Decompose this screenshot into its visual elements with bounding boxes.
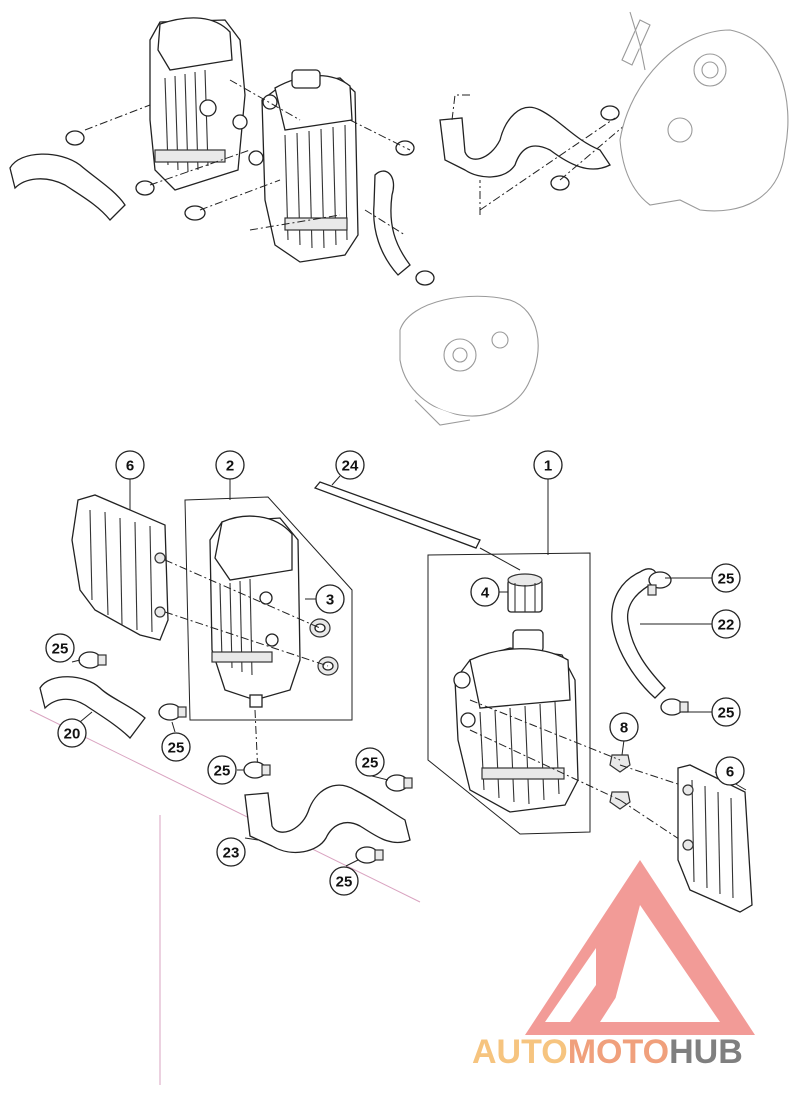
svg-text:22: 22 bbox=[718, 617, 735, 634]
radiator-left bbox=[209, 515, 301, 708]
bolts bbox=[609, 754, 631, 810]
radiator-guard-left bbox=[71, 494, 169, 641]
callout-25-center: 25 bbox=[207, 755, 237, 785]
callout-2: 2 bbox=[215, 450, 245, 480]
callout-25-right: 25 bbox=[711, 697, 741, 727]
top-hose-left bbox=[9, 153, 126, 221]
top-radiator-left bbox=[149, 17, 248, 191]
svg-text:23: 23 bbox=[223, 845, 240, 862]
watermark-logo bbox=[525, 860, 755, 1035]
svg-text:25: 25 bbox=[214, 763, 231, 780]
radiator-right-group-outline bbox=[427, 552, 591, 835]
svg-text:25: 25 bbox=[718, 571, 735, 588]
top-dash-lines bbox=[84, 79, 626, 236]
callout-25-bottom: 25 bbox=[329, 866, 359, 896]
watermark-text: AUTOMOTOHUB bbox=[472, 1033, 743, 1071]
callout-20: 20 bbox=[57, 718, 87, 748]
svg-text:25: 25 bbox=[168, 740, 185, 757]
callout-3: 3 bbox=[315, 584, 345, 614]
callout-23: 23 bbox=[216, 837, 246, 867]
svg-text:25: 25 bbox=[336, 874, 353, 891]
svg-text:24: 24 bbox=[342, 458, 359, 475]
callout-25-center-right: 25 bbox=[355, 747, 385, 777]
callout-25-topright: 25 bbox=[711, 563, 741, 593]
svg-text:1: 1 bbox=[544, 458, 552, 475]
overflow-hose bbox=[313, 481, 481, 549]
callout-8: 8 bbox=[609, 712, 639, 742]
logo-inner-cutout bbox=[600, 905, 720, 1022]
svg-text:8: 8 bbox=[620, 720, 628, 737]
bottom-exploded-view: 6 2 24 1 4 3 25 22 bbox=[29, 450, 753, 1085]
radiator-cap bbox=[507, 573, 543, 613]
svg-text:6: 6 bbox=[126, 458, 134, 475]
radiator-right bbox=[453, 629, 579, 813]
top-hose-right bbox=[439, 106, 611, 178]
svg-text:25: 25 bbox=[362, 755, 379, 772]
logo-inner-triangle bbox=[545, 948, 596, 1022]
callout-6-left: 6 bbox=[115, 450, 145, 480]
svg-text:3: 3 bbox=[326, 592, 334, 609]
svg-text:20: 20 bbox=[64, 726, 81, 743]
hose-clamps bbox=[78, 571, 689, 864]
watermark-auto: AUTO bbox=[472, 1033, 568, 1071]
grommets bbox=[309, 618, 339, 676]
callout-4: 4 bbox=[470, 577, 500, 607]
top-assembly-view bbox=[9, 11, 789, 426]
top-hose-middle bbox=[373, 170, 411, 276]
callout-22: 22 bbox=[711, 609, 741, 639]
radiator-guard-right bbox=[677, 764, 753, 913]
callout-25-mid-left: 25 bbox=[161, 732, 191, 762]
hose-23 bbox=[244, 784, 411, 854]
svg-text:AUTOMOTOHUB: AUTOMOTOHUB bbox=[472, 1033, 743, 1071]
right-group-dash bbox=[469, 699, 691, 846]
hose-20 bbox=[39, 676, 146, 739]
svg-text:2: 2 bbox=[226, 458, 234, 475]
callout-24: 24 bbox=[335, 450, 365, 480]
callout-6-right: 6 bbox=[715, 756, 745, 786]
callout-1: 1 bbox=[533, 450, 563, 480]
radiator-left-group-outline bbox=[184, 496, 353, 721]
top-engine-case bbox=[619, 11, 789, 212]
svg-text:25: 25 bbox=[718, 705, 735, 722]
top-clamps bbox=[65, 105, 620, 286]
watermark-moto: MOTO bbox=[568, 1033, 669, 1071]
cap-leader bbox=[479, 547, 521, 571]
svg-text:6: 6 bbox=[726, 764, 734, 781]
callout-25-left: 25 bbox=[45, 633, 75, 663]
top-radiator-right bbox=[248, 69, 359, 263]
svg-text:4: 4 bbox=[481, 585, 490, 602]
sheet-divider-line bbox=[29, 709, 421, 903]
watermark-hub: HUB bbox=[669, 1033, 743, 1071]
svg-text:25: 25 bbox=[52, 641, 69, 658]
top-cylinder-head bbox=[399, 295, 539, 426]
